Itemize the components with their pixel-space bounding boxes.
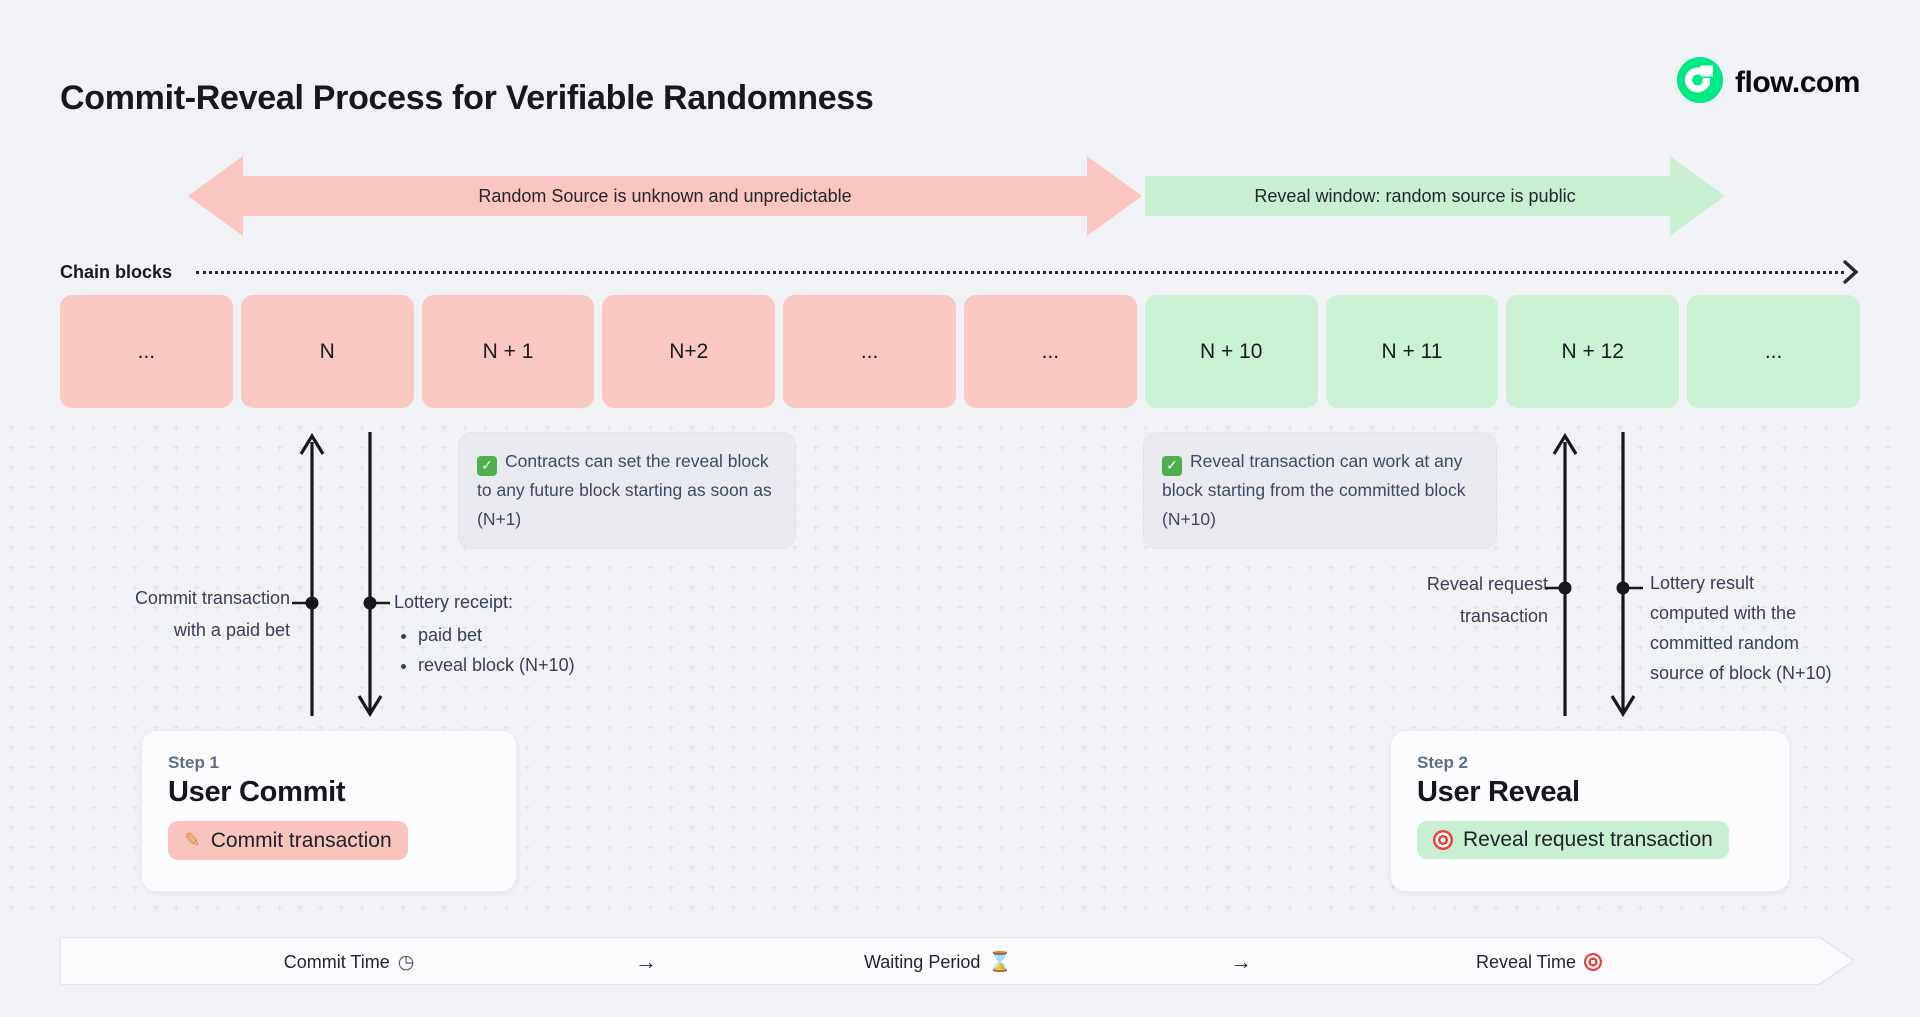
phase-unknown-label: Random Source is unknown and unpredictab… [478,185,852,206]
receipt-down-arrow [350,430,390,720]
lottery-result-annotation: Lottery result computed with the committ… [1650,568,1920,688]
timeline-waiting-period: Waiting Period ⌛ [864,938,1012,986]
reveal-request-line1: Reveal request [1426,574,1548,594]
timeline-commit-time: Commit Time ◷ [284,938,415,986]
stopwatch-icon: ◷ [397,951,415,973]
chain-block: ... [60,295,233,408]
step1-kicker: Step 1 [168,753,220,772]
step2-title: User Reveal [1417,776,1580,808]
flow-logo-icon [1677,57,1723,108]
reveal-time-label: Reveal Time [1475,951,1577,972]
commit-transaction-pill: ✎ Commit transaction [168,821,408,860]
chain-block: ... [963,295,1137,408]
chain-timeline-arrowhead-icon [1842,258,1860,291]
chain-block: N + 10 [1144,295,1318,408]
reveal-request-line2: transaction [1459,606,1548,626]
reveal-pill-label: Reveal request transaction [1463,828,1713,851]
reveal-request-pill: Reveal request transaction [1417,821,1729,859]
timeline-reveal-time: Reveal Time [1475,938,1603,986]
chain-block: N + 1 [421,295,595,408]
check-icon: ✓ [1162,455,1182,476]
note-reveal-window: ✓Reveal transaction can work at any bloc… [1143,432,1497,549]
lottery-receipt-item: paid bet [418,620,654,650]
lottery-result-line3: committed random [1650,633,1800,653]
phase-arrow-reveal-window: Reveal window: random source is public [1145,156,1725,236]
check-icon: ✓ [477,455,497,476]
phase-arrow-unknown: Random Source is unknown and unpredictab… [188,156,1142,236]
step1-user-commit-card: Step 1 User Commit ✎ Commit transaction [141,730,517,892]
chain-block: N + 12 [1506,295,1680,408]
lottery-result-line2: computed with the [1650,603,1797,623]
bottom-timeline-bar: Commit Time ◷ → Waiting Period ⌛ → Revea… [60,937,1820,985]
step2-user-reveal-card: Step 2 User Reveal Reveal request transa… [1390,730,1790,892]
brand-name: flow.com [1735,65,1860,99]
step1-title: User Commit [168,776,346,808]
timeline-arrow: → [635,949,657,974]
note-commit-text: Contracts can set the reveal block to an… [477,451,772,529]
chain-block: ... [1687,295,1860,408]
result-down-arrow [1603,430,1643,720]
lottery-result-line1: Lottery result [1650,573,1755,593]
commit-time-label: Commit Time [283,951,390,972]
brand-logo: flow.com [1677,57,1860,108]
lottery-result-line4: source of block (N+10) [1650,663,1832,683]
lottery-receipt-item: reveal block (N+10) [418,650,654,680]
page-title: Commit-Reveal Process for Verifiable Ran… [60,78,874,117]
lottery-receipt-annotation: Lottery receipt: paid bet reveal block (… [394,586,654,680]
commit-annotation-line2: with a paid bet [173,620,290,640]
reveal-up-arrow [1545,430,1585,720]
note-reveal-text: Reveal transaction can work at any block… [1162,451,1466,529]
note-commit-window: ✓Contracts can set the reveal block to a… [458,432,796,549]
timeline-arrow: → [1230,949,1252,974]
memo-pencil-icon: ✎ [184,830,201,852]
waiting-period-label: Waiting Period [863,951,981,972]
chain-timeline-dotted-line [196,271,1844,274]
chain-block: N+2 [602,295,776,408]
reveal-request-annotation: Reveal request transaction [1338,568,1548,632]
chain-block: ... [783,295,956,408]
chain-blocks-label: Chain blocks [60,262,173,282]
hourglass-icon: ⌛ [988,952,1013,973]
chain-block: N [240,295,414,408]
phase-reveal-label: Reveal window: random source is public [1254,185,1576,206]
timeline-chevron-icon [1818,936,1861,991]
chain-block: N + 11 [1325,295,1499,408]
lottery-receipt-list: paid bet reveal block (N+10) [394,620,654,680]
step2-kicker: Step 2 [1417,753,1469,772]
commit-pill-label: Commit transaction [210,828,392,852]
target-icon [1584,953,1603,971]
commit-annotation-line1: Commit transaction [134,588,290,608]
target-icon [1433,830,1453,850]
commit-transaction-annotation: Commit transaction with a paid bet [60,582,290,646]
commit-up-arrow [292,430,332,720]
lottery-receipt-title: Lottery receipt: [394,592,514,612]
